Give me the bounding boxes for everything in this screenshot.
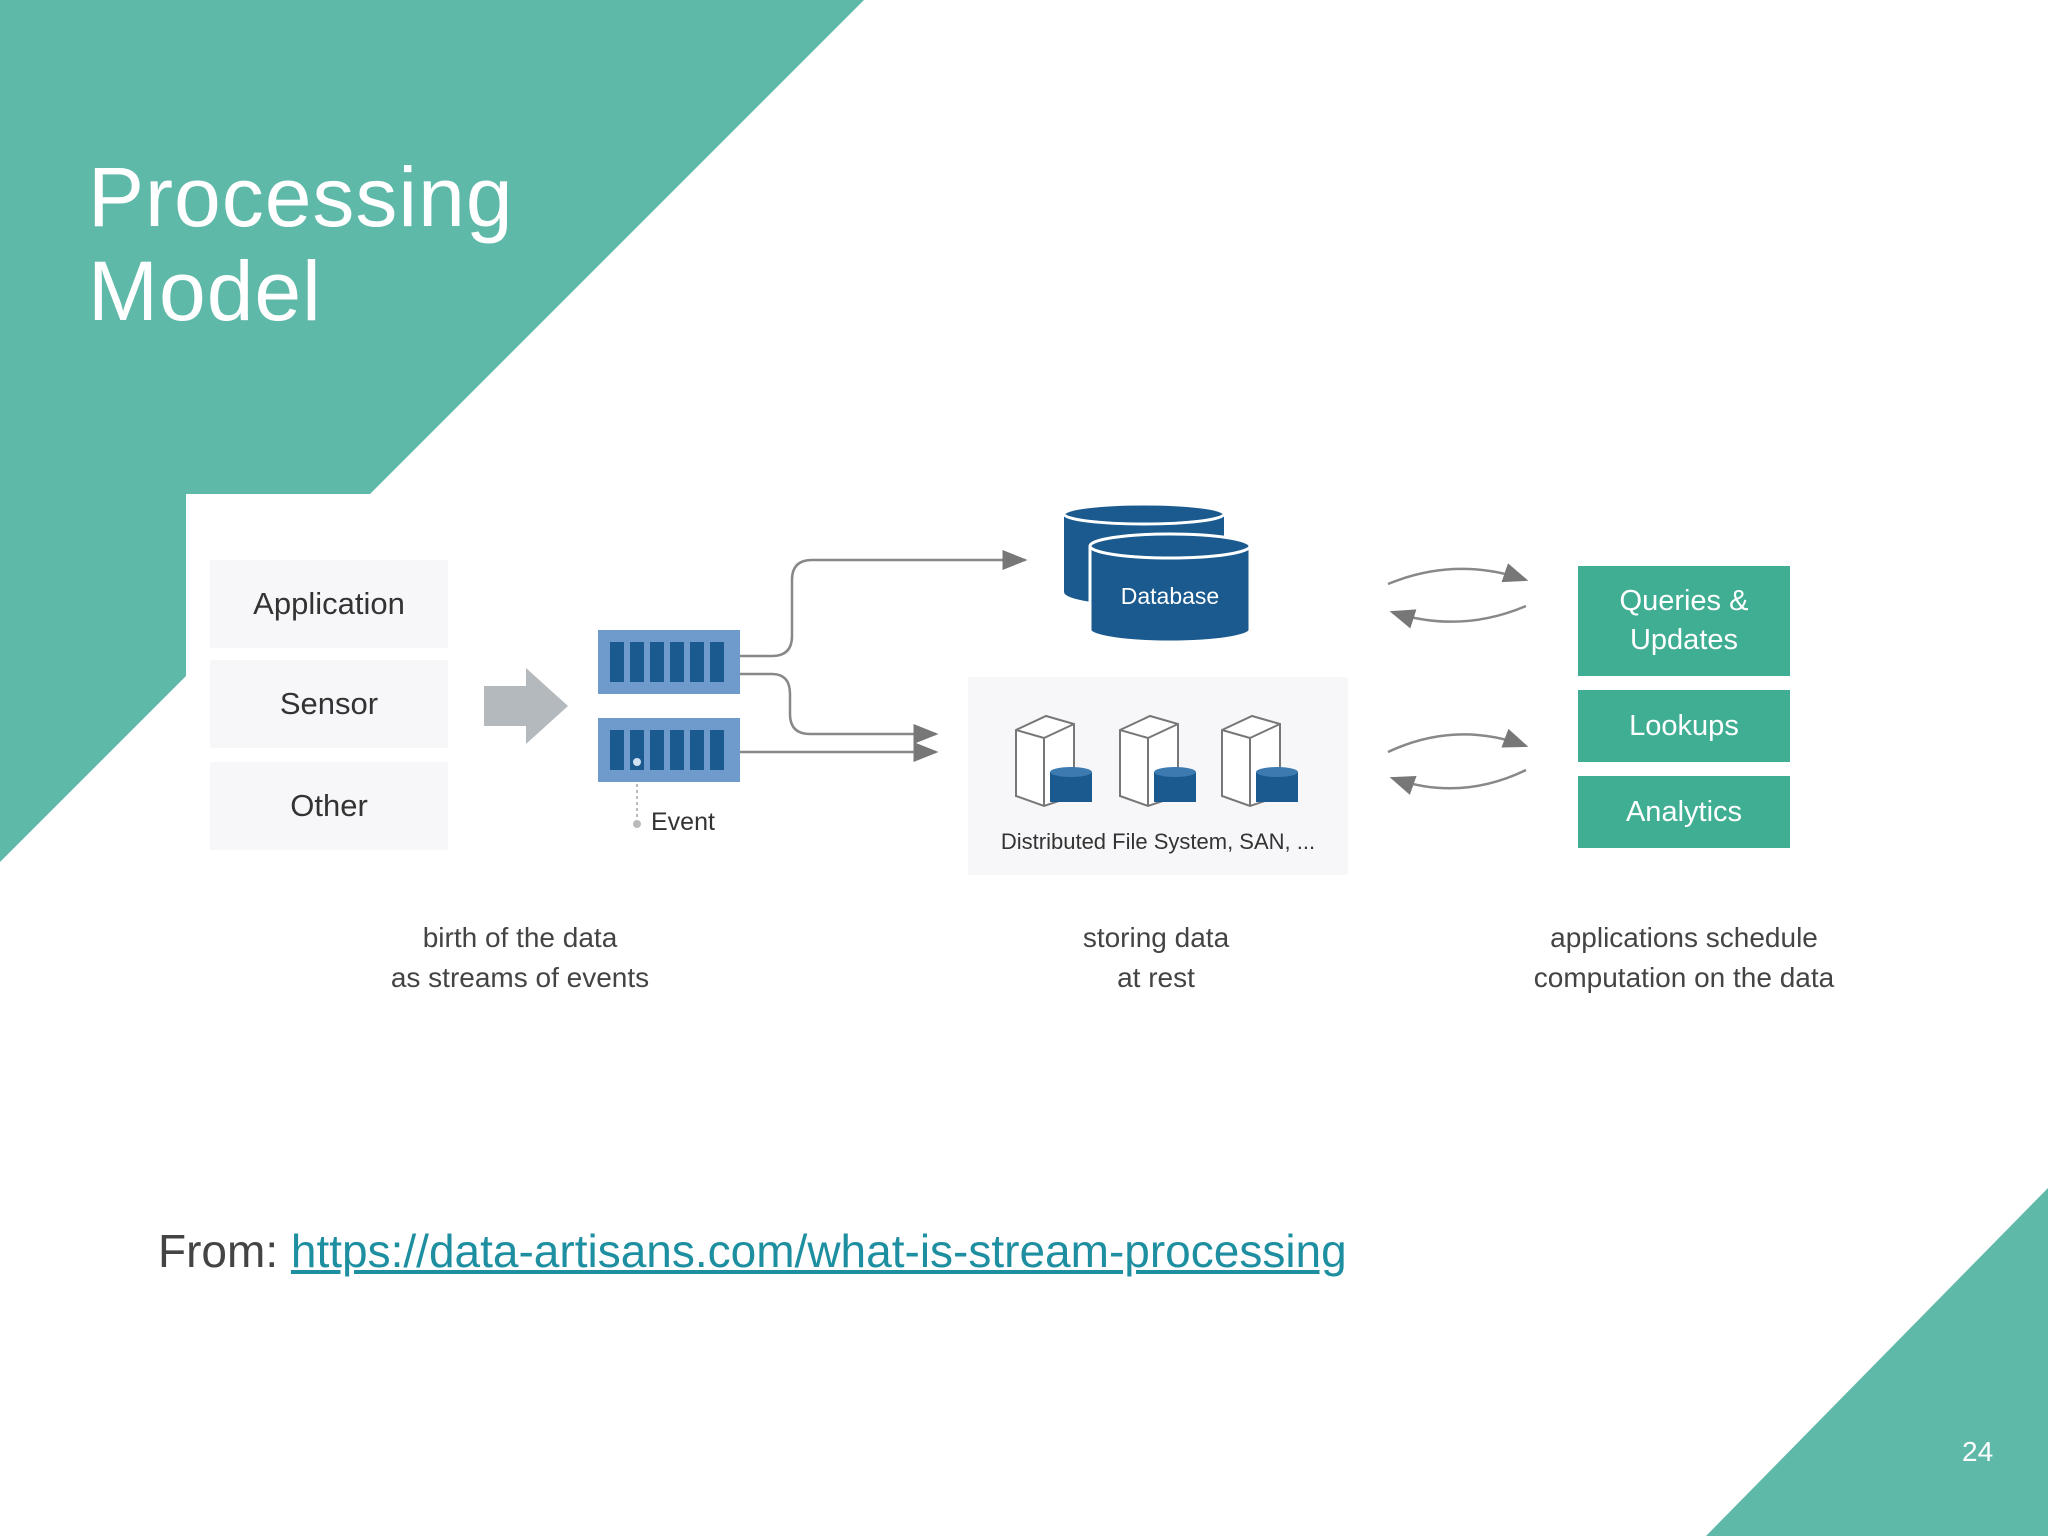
database-icon	[1062, 502, 1252, 644]
caption-birth: birth of the data as streams of events	[340, 918, 700, 998]
caption-storing-line1: storing data	[1082, 922, 1230, 953]
top-left-teal-shape	[0, 0, 864, 862]
caption-birth-line1: birth of the data	[422, 922, 618, 953]
exchange-arrow-icon-2b	[1389, 768, 1527, 795]
event-label: Event	[651, 808, 715, 836]
ingest-arrow-icon	[484, 668, 568, 744]
app-box-lookups: Lookups	[1578, 690, 1790, 762]
database-label: Database	[1120, 583, 1220, 609]
caption-apps-line2: computation on the data	[1533, 962, 1835, 993]
page-number: 24	[1962, 1436, 1994, 1467]
caption-birth-line2: as streams of events	[390, 962, 650, 993]
exchange-arrow-icon-2a	[1387, 728, 1529, 754]
connector-to-storage-1	[740, 672, 939, 744]
source-application: Application	[210, 560, 448, 648]
app-box-queries-updates: Queries & Updates	[1578, 566, 1790, 676]
app-box-analytics: Analytics	[1578, 776, 1790, 848]
caption-apps: applications schedule computation on the…	[1474, 918, 1894, 998]
connector-to-database	[740, 550, 1028, 658]
event-stream-icon-1	[598, 630, 740, 694]
exchange-arrow-icon-1b	[1389, 604, 1527, 629]
caption-storing: storing data at rest	[1006, 918, 1306, 998]
app-queries-line2: Updates	[1629, 624, 1738, 656]
server-icon-3	[1221, 714, 1298, 808]
server-icon-1	[1015, 714, 1092, 808]
exchange-arrow-icon-1a	[1387, 563, 1529, 586]
from-label: From:	[158, 1225, 291, 1277]
slide-title: Processing Model	[88, 150, 514, 338]
source-link[interactable]: https://data-artisans.com/what-is-stream…	[290, 1225, 1347, 1277]
title-line-1: Processing	[88, 150, 514, 244]
caption-storing-line2: at rest	[1117, 962, 1195, 993]
caption-apps-line1: applications schedule	[1550, 922, 1818, 953]
source-other: Other	[210, 762, 448, 850]
title-line-2: Model	[88, 244, 322, 338]
bottom-right-teal-shape	[1706, 1188, 2048, 1536]
app-queries-line1: Queries &	[1619, 585, 1749, 617]
source-reference: From: https://data-artisans.com/what-is-…	[158, 1224, 1347, 1278]
server-icon-2	[1119, 714, 1196, 808]
source-sensor: Sensor	[210, 660, 448, 748]
event-stream-icon-2	[598, 718, 740, 782]
storage-label: Distributed File System, SAN, ...	[1000, 829, 1316, 854]
